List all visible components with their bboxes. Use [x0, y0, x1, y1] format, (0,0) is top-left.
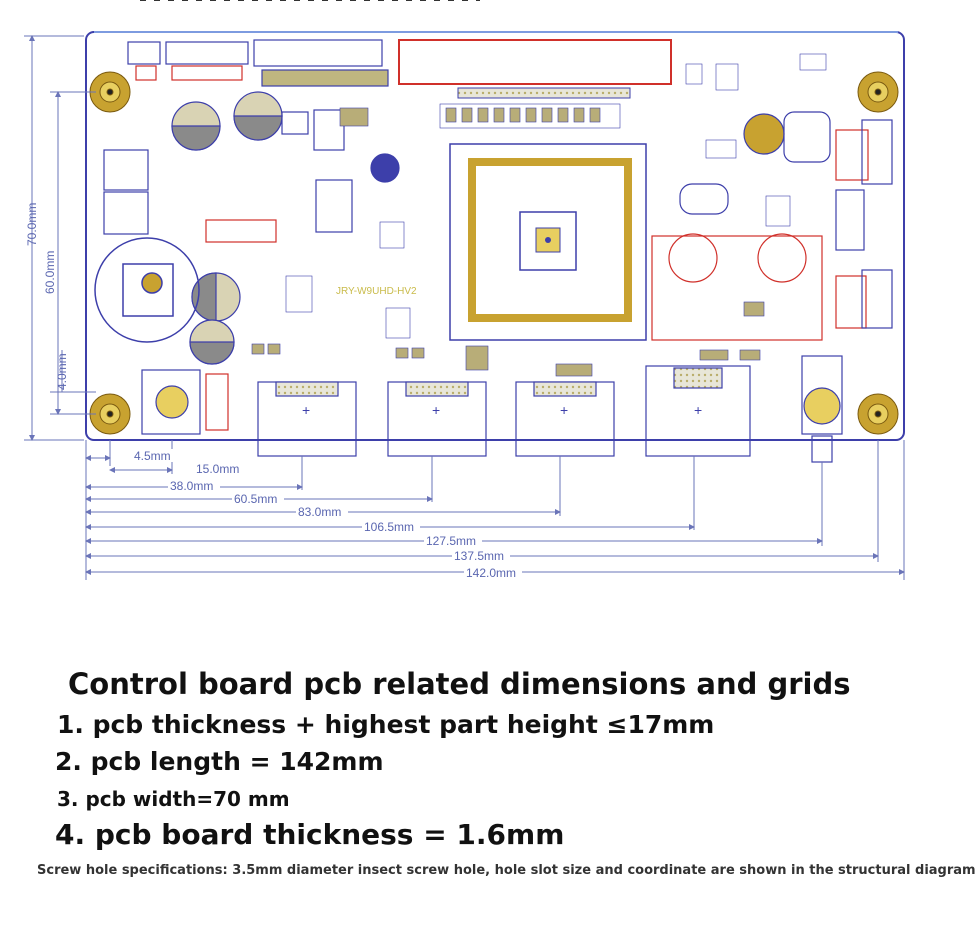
svg-text:+: + [560, 402, 568, 418]
svg-text:+: + [694, 402, 702, 418]
dim-4-0mm: 4.0mm [55, 353, 69, 390]
dim-38-0mm: 38.0mm [170, 479, 213, 493]
lvds-connector [398, 39, 672, 99]
dim-106-5mm: 106.5mm [364, 520, 414, 534]
dim-127-5mm: 127.5mm [426, 534, 476, 548]
dim-137-5mm: 137.5mm [454, 549, 504, 563]
smd-components [251, 53, 827, 377]
vertical-dimension-lines [24, 35, 96, 441]
pcb-structural-diagram: + + + + JRY-W9UHD-HV2 [24, 0, 905, 580]
spec-item-3: 3. pcb width=70 mm [57, 787, 290, 811]
board-label: JRY-W9UHD-HV2 [336, 286, 417, 297]
dim-142-0mm: 142.0mm [466, 566, 516, 580]
capacitors [171, 91, 785, 365]
svg-text:+: + [432, 402, 440, 418]
dim-83-0mm: 83.0mm [298, 505, 341, 519]
spec-item-4: 4. pcb board thickness = 1.6mm [55, 818, 565, 851]
left-components [103, 109, 353, 243]
mounting-holes [89, 71, 899, 435]
right-components [651, 111, 893, 341]
inductor [94, 237, 200, 343]
dim-4-5mm: 4.5mm [134, 449, 171, 463]
dim-60-5mm: 60.5mm [234, 492, 277, 506]
connector-marks: + + + + [302, 402, 702, 418]
dim-60-0mm: 60.0mm [43, 251, 57, 294]
main-chip [449, 143, 647, 341]
screw-hole-note: Screw hole specifications: 3.5mm diamete… [37, 863, 976, 878]
horizontal-dimension-labels: 4.5mm 15.0mm 38.0mm 60.5mm 83.0mm 106.5m… [132, 449, 522, 580]
top-connectors [127, 39, 389, 87]
spec-item-2: 2. pcb length = 142mm [55, 747, 384, 776]
dim-15-0mm: 15.0mm [196, 462, 239, 476]
page-title: Control board pcb related dimensions and… [68, 667, 851, 701]
bottom-connectors [141, 355, 843, 463]
spec-item-1: 1. pcb thickness + highest part height ≤… [57, 710, 715, 739]
dim-70-0mm: 70.0mm [25, 203, 39, 246]
svg-text:+: + [302, 402, 310, 418]
